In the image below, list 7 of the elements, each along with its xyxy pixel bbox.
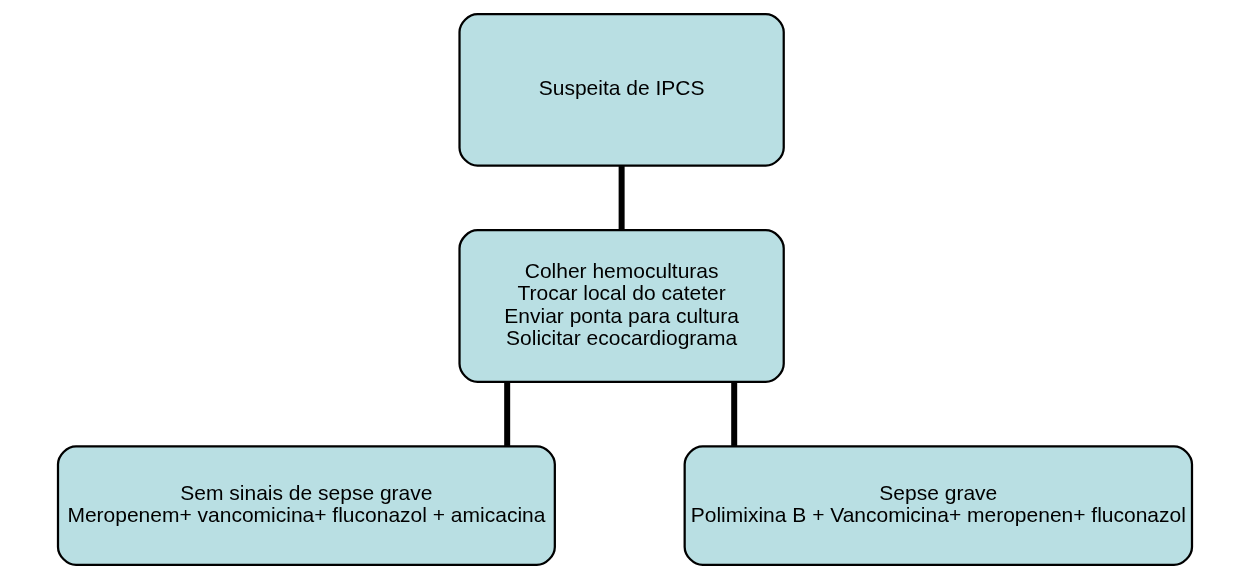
connector xyxy=(504,382,511,446)
connector xyxy=(731,382,738,446)
node-box: Sem sinais de sepse grave Meropenem+ vancomicina+ fluconazol + amicacina xyxy=(56,445,556,567)
node-box: Suspeita de IPCS xyxy=(458,12,785,167)
node-box: Sepse grave Polimixina B + Vancomicina+ meropenen+ fluconazol xyxy=(683,445,1194,567)
connector xyxy=(618,166,625,230)
node-box: Colher hemoculturas Trocar local do cateter Enviar ponta para cultura Solicitar ecocardiograma xyxy=(458,229,785,383)
